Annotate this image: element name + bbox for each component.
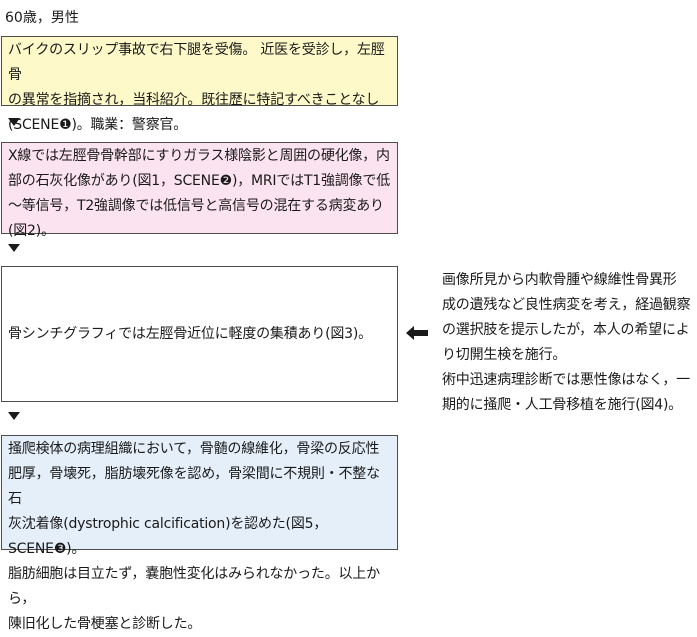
left-arrow-icon — [406, 326, 428, 340]
scintigraphy-text: 骨シンチグラフィでは左脛骨近位に軽度の集積あり(図3)。 — [8, 325, 372, 342]
side-note: 画像所見から内軟骨腫や線維性骨異形 成の遺残など良性病変を考え，経過観察 の選択… — [442, 272, 691, 413]
imaging-box: X線では左脛骨骨幹部にすりガラス様陰影と周囲の硬化像，内 部の石灰化像があり(図… — [1, 142, 398, 239]
down-arrow-icon — [8, 244, 20, 252]
down-arrow-icon — [8, 118, 20, 126]
down-arrow-icon — [8, 412, 20, 420]
scintigraphy-box: 骨シンチグラフィでは左脛骨近位に軽度の集積あり(図3)。 — [1, 266, 398, 402]
history-box: バイクのスリップ事故で右下腿を受傷。 近医を受診し，左脛骨 の異常を指摘され，当… — [1, 36, 398, 133]
pathology-box: 掻爬検体の病理組織において，骨髄の線維化，骨梁の反応性 肥厚，骨壊死，脂肪壊死像… — [1, 435, 398, 632]
patient-header: 60歳，男性 — [5, 10, 79, 26]
